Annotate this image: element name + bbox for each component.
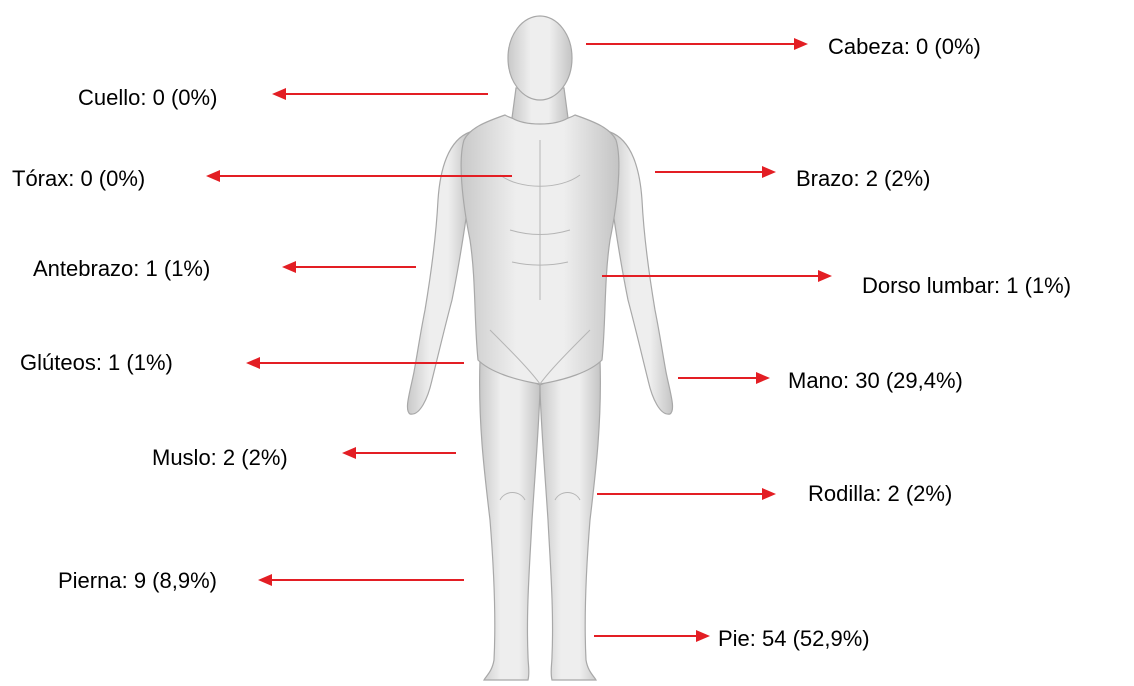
label-gluteos: Glúteos: 1 (1%) [20,352,173,374]
arrow-brazo [655,166,776,178]
arrow-antebrazo [282,261,416,273]
arrow-torax [206,170,512,182]
arrow-gluteos [246,357,464,369]
arrow-cuello [272,88,488,100]
label-torax: Tórax: 0 (0%) [12,168,145,190]
label-dorso-lumbar: Dorso lumbar: 1 (1%) [862,275,1071,297]
label-cuello: Cuello: 0 (0%) [78,87,217,109]
arrow-pierna [258,574,464,586]
arrow-dorso-lumbar [602,270,832,282]
arrow-cabeza [586,38,808,50]
label-antebrazo: Antebrazo: 1 (1%) [33,258,210,280]
arrow-rodilla [597,488,776,500]
arrow-pie [594,630,710,642]
label-brazo: Brazo: 2 (2%) [796,168,931,190]
label-pierna: Pierna: 9 (8,9%) [58,570,217,592]
label-muslo: Muslo: 2 (2%) [152,447,288,469]
label-mano: Mano: 30 (29,4%) [788,370,963,392]
arrow-mano [678,372,770,384]
label-rodilla: Rodilla: 2 (2%) [808,483,952,505]
arrow-muslo [342,447,456,459]
label-cabeza: Cabeza: 0 (0%) [828,36,981,58]
label-pie: Pie: 54 (52,9%) [718,628,870,650]
